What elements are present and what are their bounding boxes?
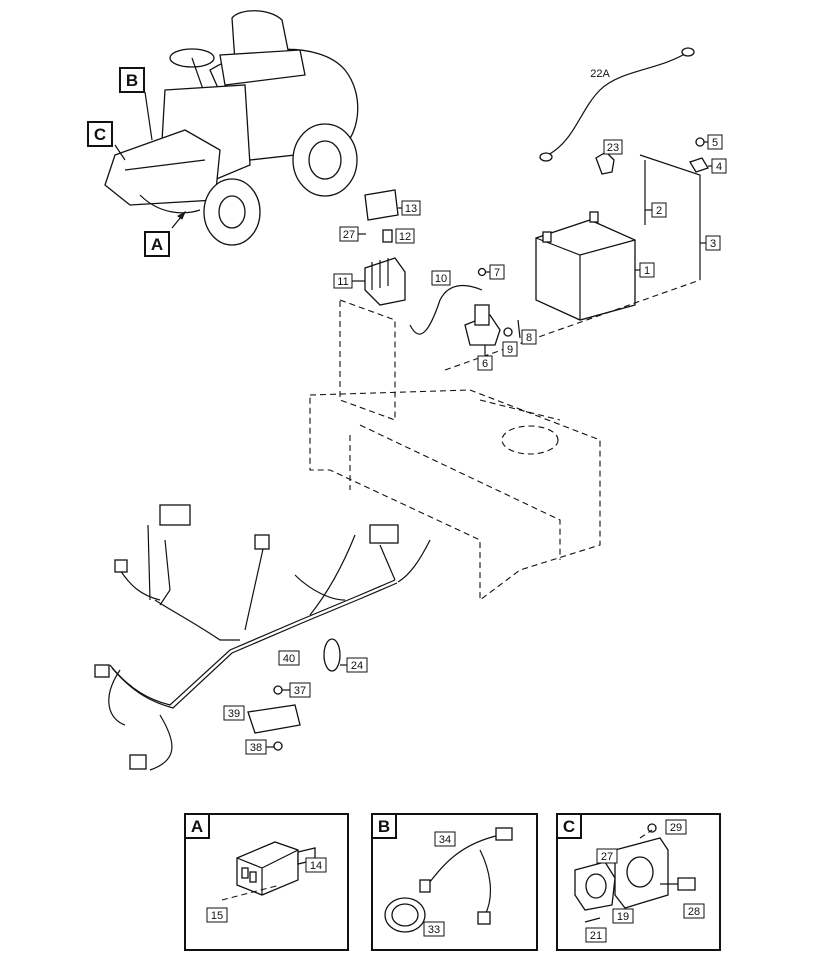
- label-9: 9: [502, 341, 518, 357]
- svg-text:14: 14: [310, 860, 322, 872]
- svg-text:10: 10: [435, 273, 447, 285]
- svg-text:7: 7: [494, 267, 500, 279]
- callout-b: B: [119, 67, 145, 93]
- solenoid-6: [464, 304, 501, 346]
- ground-path: [444, 279, 701, 371]
- svg-text:9: 9: [507, 344, 513, 356]
- svg-text:13: 13: [405, 203, 417, 215]
- svg-text:8: 8: [526, 332, 532, 344]
- battery: [535, 211, 636, 321]
- inset-a: A 14 15: [184, 813, 349, 951]
- callout-a: A: [144, 231, 170, 257]
- tie-strap-24: [323, 638, 341, 672]
- label-2: 2: [645, 202, 667, 218]
- label-11: 11: [333, 273, 365, 289]
- svg-text:3: 3: [710, 238, 716, 250]
- label-1: 1: [635, 262, 655, 278]
- cover-13: [364, 189, 399, 221]
- label-13: 13: [398, 200, 421, 216]
- svg-text:B: B: [378, 817, 390, 836]
- label-10: 10: [431, 270, 451, 286]
- callout-c: C: [87, 121, 113, 147]
- svg-text:22A: 22A: [590, 68, 610, 80]
- label-24: 24: [340, 657, 368, 673]
- svg-text:A: A: [191, 817, 203, 836]
- label-7: 7: [486, 264, 505, 280]
- label-22a: 22A: [590, 68, 610, 80]
- tractor-illustration: [104, 10, 359, 246]
- svg-text:27: 27: [601, 851, 613, 863]
- svg-text:C: C: [94, 125, 106, 144]
- label-8: 8: [521, 329, 537, 345]
- battery-holddown-rod: [639, 154, 701, 280]
- svg-text:C: C: [563, 817, 575, 836]
- bolt-5-nut-4: [689, 137, 709, 173]
- svg-text:15: 15: [211, 910, 223, 922]
- label-3: 3: [700, 235, 721, 251]
- svg-text:24: 24: [351, 660, 363, 672]
- label-40: 40: [278, 650, 300, 666]
- label-5: 5: [704, 134, 723, 150]
- label-4: 4: [708, 158, 727, 174]
- svg-text:27: 27: [343, 229, 355, 241]
- inset-b: B 34 33: [371, 813, 538, 951]
- label-12: 12: [395, 228, 415, 244]
- svg-text:21: 21: [590, 930, 602, 942]
- svg-text:6: 6: [482, 358, 488, 370]
- svg-text:34: 34: [439, 834, 451, 846]
- svg-text:37: 37: [294, 685, 306, 697]
- svg-text:2: 2: [656, 205, 662, 217]
- label-23: 23: [603, 139, 623, 155]
- svg-text:1: 1: [644, 265, 650, 277]
- part-labels: 22A 23 5 4 2 3 1 13 27 12 11 10 7 8 9 6 …: [223, 68, 727, 755]
- svg-text:38: 38: [250, 742, 262, 754]
- svg-text:40: 40: [283, 653, 295, 665]
- control-module-11: [364, 257, 406, 306]
- frame-outline: [309, 299, 601, 602]
- clip-12: [382, 229, 393, 243]
- svg-text:A: A: [151, 235, 163, 254]
- svg-text:19: 19: [617, 911, 629, 923]
- wire-10: [409, 285, 483, 335]
- svg-text:4: 4: [716, 161, 722, 173]
- terminal-cover-23: [595, 151, 615, 175]
- label-39: 39: [223, 705, 245, 721]
- svg-text:12: 12: [399, 231, 411, 243]
- label-6: 6: [477, 345, 493, 371]
- cable-22a: [539, 47, 695, 162]
- label-27: 27: [339, 226, 366, 242]
- screws-7-8-9: [477, 267, 521, 339]
- svg-text:28: 28: [688, 906, 700, 918]
- label-38: 38: [245, 739, 274, 755]
- label-37: 37: [282, 682, 311, 698]
- svg-text:33: 33: [428, 924, 440, 936]
- svg-text:29: 29: [670, 822, 682, 834]
- inset-c: C 29 27 19 28 21: [556, 813, 721, 951]
- svg-text:5: 5: [712, 137, 718, 149]
- svg-text:B: B: [126, 71, 138, 90]
- svg-text:39: 39: [228, 708, 240, 720]
- wire-harness-40: [94, 504, 431, 771]
- svg-text:11: 11: [337, 276, 348, 288]
- svg-text:23: 23: [607, 142, 619, 154]
